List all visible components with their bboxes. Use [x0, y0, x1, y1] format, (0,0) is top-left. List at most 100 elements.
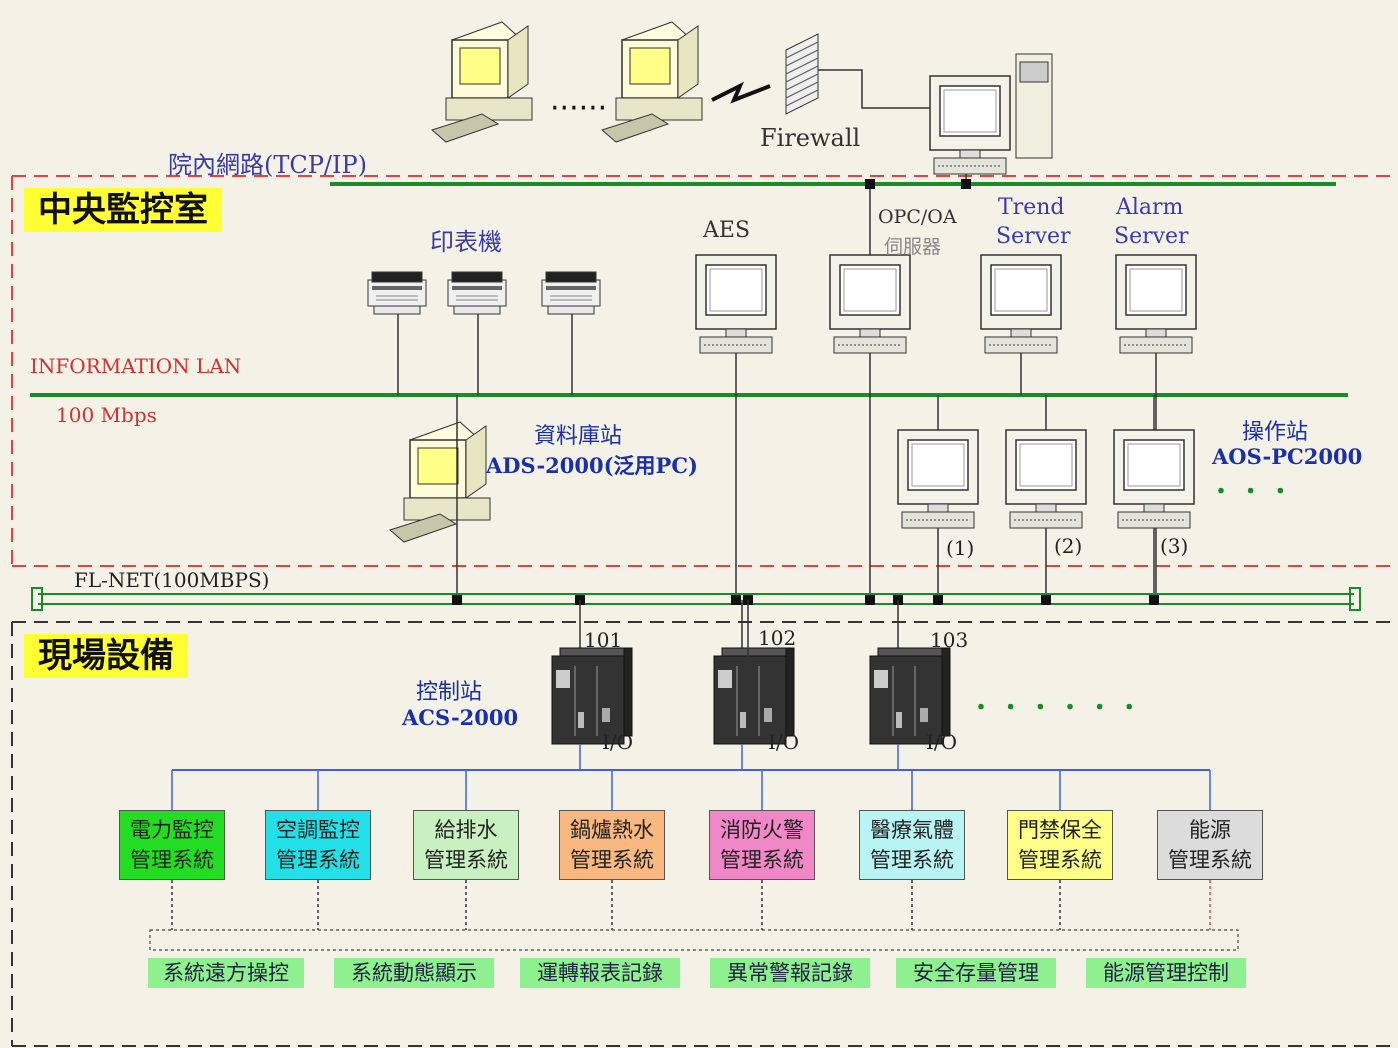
controller-102-label: 102	[758, 626, 797, 650]
subsystem-type: 管理系統	[276, 848, 360, 872]
function-label-5: 安全存量管理	[896, 958, 1056, 988]
subsystem-name: 電力監控	[130, 818, 214, 842]
flnet-node	[452, 595, 462, 605]
subsystem-box-8: 能源管理系統	[1157, 810, 1263, 880]
flnet-node	[1149, 595, 1159, 605]
subsystem-name: 醫療氣體	[870, 818, 954, 842]
subsystem-name: 門禁保全	[1018, 818, 1102, 842]
function-label-6: 能源管理控制	[1086, 958, 1246, 988]
flnet-label: FL-NET(100MBPS)	[74, 568, 270, 592]
server-drive-icon	[1019, 61, 1049, 83]
operator-2-label: (2)	[1054, 534, 1083, 558]
firewall-brick-line	[785, 49, 819, 67]
alarm-label-1: Alarm	[1116, 195, 1184, 220]
link-bolt-icon	[711, 81, 771, 104]
alarm-server-workstation	[1115, 254, 1197, 354]
operator-3-label: (3)	[1160, 534, 1189, 558]
database-station-label: 資料庫站	[534, 424, 623, 449]
subsystem-box-2: 空調監控管理系統	[265, 810, 371, 880]
printer-3	[541, 271, 601, 315]
firewall-brick-line	[785, 57, 819, 75]
operator-more-dots: ・ ・ ・	[1210, 479, 1292, 505]
opc-label-2: 伺服器	[884, 236, 942, 258]
opc-server-workstation	[829, 254, 911, 354]
subsystem-type: 管理系統	[870, 848, 954, 872]
campus-network-label: 院內網路(TCP/IP)	[168, 151, 367, 179]
controller-101-label: 101	[584, 628, 623, 652]
database-pc	[389, 421, 491, 543]
subsystem-name: 消防火警	[720, 818, 804, 842]
flnet-node	[865, 595, 875, 605]
subsystem-name: 給排水	[434, 818, 498, 842]
flnet-node	[1041, 595, 1051, 605]
subsystem-type: 管理系統	[424, 848, 508, 872]
firewall-brick-line	[785, 65, 819, 83]
firewall-link-line	[818, 69, 930, 109]
controller-more-dots: ・ ・ ・ ・ ・ ・	[970, 695, 1141, 721]
printers-label: 印表機	[430, 228, 502, 256]
controller-103-label: 103	[930, 628, 969, 652]
field-equipment-label: 現場設備	[24, 634, 188, 678]
operator-station-2	[1005, 429, 1087, 529]
operator-station-1	[897, 429, 979, 529]
subsystem-type: 管理系統	[570, 848, 654, 872]
subsystem-box-1: 電力監控管理系統	[119, 810, 225, 880]
subsystem-type: 管理系統	[720, 848, 804, 872]
control-station-label: 控制站	[416, 680, 483, 705]
flnet-node	[933, 595, 943, 605]
opc-label-1: OPC/OA	[878, 206, 957, 228]
subsystem-box-7: 門禁保全管理系統	[1007, 810, 1113, 880]
flnet-node	[731, 595, 741, 605]
function-label-2: 系統動態顯示	[334, 958, 494, 988]
operator-station-3	[1113, 429, 1195, 529]
subsystem-name: 空調監控	[276, 818, 360, 842]
firewall-brick-line	[785, 81, 819, 99]
printer-2	[447, 271, 507, 315]
flnet-left-terminator	[31, 587, 43, 611]
trend-label-2: Server	[996, 224, 1071, 249]
campus-junction-gateway	[961, 179, 971, 189]
operator-station-model: AOS-PC2000	[1212, 444, 1363, 469]
control-station-model: ACS-2000	[402, 705, 519, 730]
subsystem-box-6: 醫療氣體管理系統	[859, 810, 965, 880]
io-label-101: I/O	[602, 730, 634, 754]
io-label-102: I/O	[768, 730, 800, 754]
central-control-room-label: 中央監控室	[24, 188, 222, 232]
trend-label-1: Trend	[998, 195, 1065, 220]
firewall-brick-line	[785, 73, 819, 91]
flnet-right-terminator	[1349, 587, 1361, 611]
firewall-brick-line	[785, 89, 819, 107]
function-label-3: 運轉報表記錄	[520, 958, 680, 988]
gateway-monitor	[929, 75, 1011, 175]
lan-speed-label: 100 Mbps	[56, 403, 157, 427]
firewall-label: Firewall	[760, 124, 861, 152]
function-label-1: 系統遠方操控	[148, 958, 304, 988]
subsystem-type: 管理系統	[1168, 848, 1252, 872]
information-lan-label: INFORMATION LAN	[30, 354, 242, 378]
io-label-103: I/O	[926, 730, 958, 754]
firewall-brick-line	[785, 41, 819, 59]
alarm-label-2: Server	[1114, 224, 1189, 249]
database-station-model: ADS-2000(泛用PC)	[486, 453, 698, 478]
remote-pc-ellipsis: ······	[550, 91, 607, 126]
subsystem-name: 鍋爐熱水	[570, 818, 654, 842]
printer-1	[367, 271, 427, 315]
remote-pc-1	[431, 21, 533, 143]
aes-label: AES	[703, 218, 751, 243]
aes-workstation	[695, 254, 777, 354]
remote-pc-2	[601, 21, 703, 143]
function-label-4: 異常警報記錄	[710, 958, 870, 988]
trend-server-workstation	[980, 254, 1062, 354]
subsystem-name: 能源	[1189, 818, 1231, 842]
subsystem-type: 管理系統	[130, 848, 214, 872]
operator-1-label: (1)	[946, 536, 975, 560]
subsystem-type: 管理系統	[1018, 848, 1102, 872]
campus-junction-opc	[865, 179, 875, 189]
function-group-frame	[149, 929, 1239, 951]
subsystem-box-3: 給排水管理系統	[413, 810, 519, 880]
subsystem-box-4: 鍋爐熱水管理系統	[559, 810, 665, 880]
operator-station-label: 操作站	[1242, 420, 1309, 445]
subsystem-box-5: 消防火警管理系統	[709, 810, 815, 880]
